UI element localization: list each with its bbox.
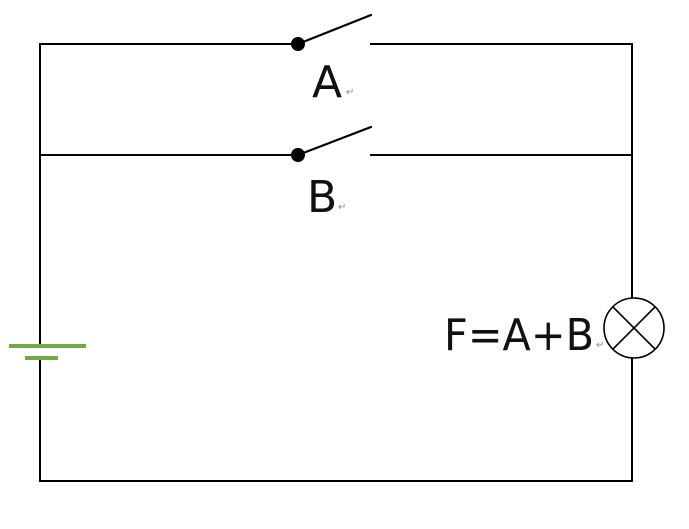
switch-a — [291, 13, 373, 51]
switch-a-arm-icon — [296, 13, 373, 46]
switch-a-label: A — [312, 57, 342, 108]
switch-a-paragraph-mark: ↵ — [346, 87, 354, 98]
expression-label: F=A+B — [444, 310, 594, 361]
switch-b-arm-icon — [296, 125, 373, 157]
switch-b-paragraph-mark: ↵ — [338, 202, 346, 213]
switch-b-label: B — [307, 172, 337, 223]
lamp-cross-line-2 — [612, 306, 656, 350]
switch-b — [291, 125, 373, 162]
battery-icon — [9, 344, 86, 360]
lamp-icon — [603, 297, 665, 359]
expression-paragraph-mark: ↵ — [596, 340, 604, 351]
